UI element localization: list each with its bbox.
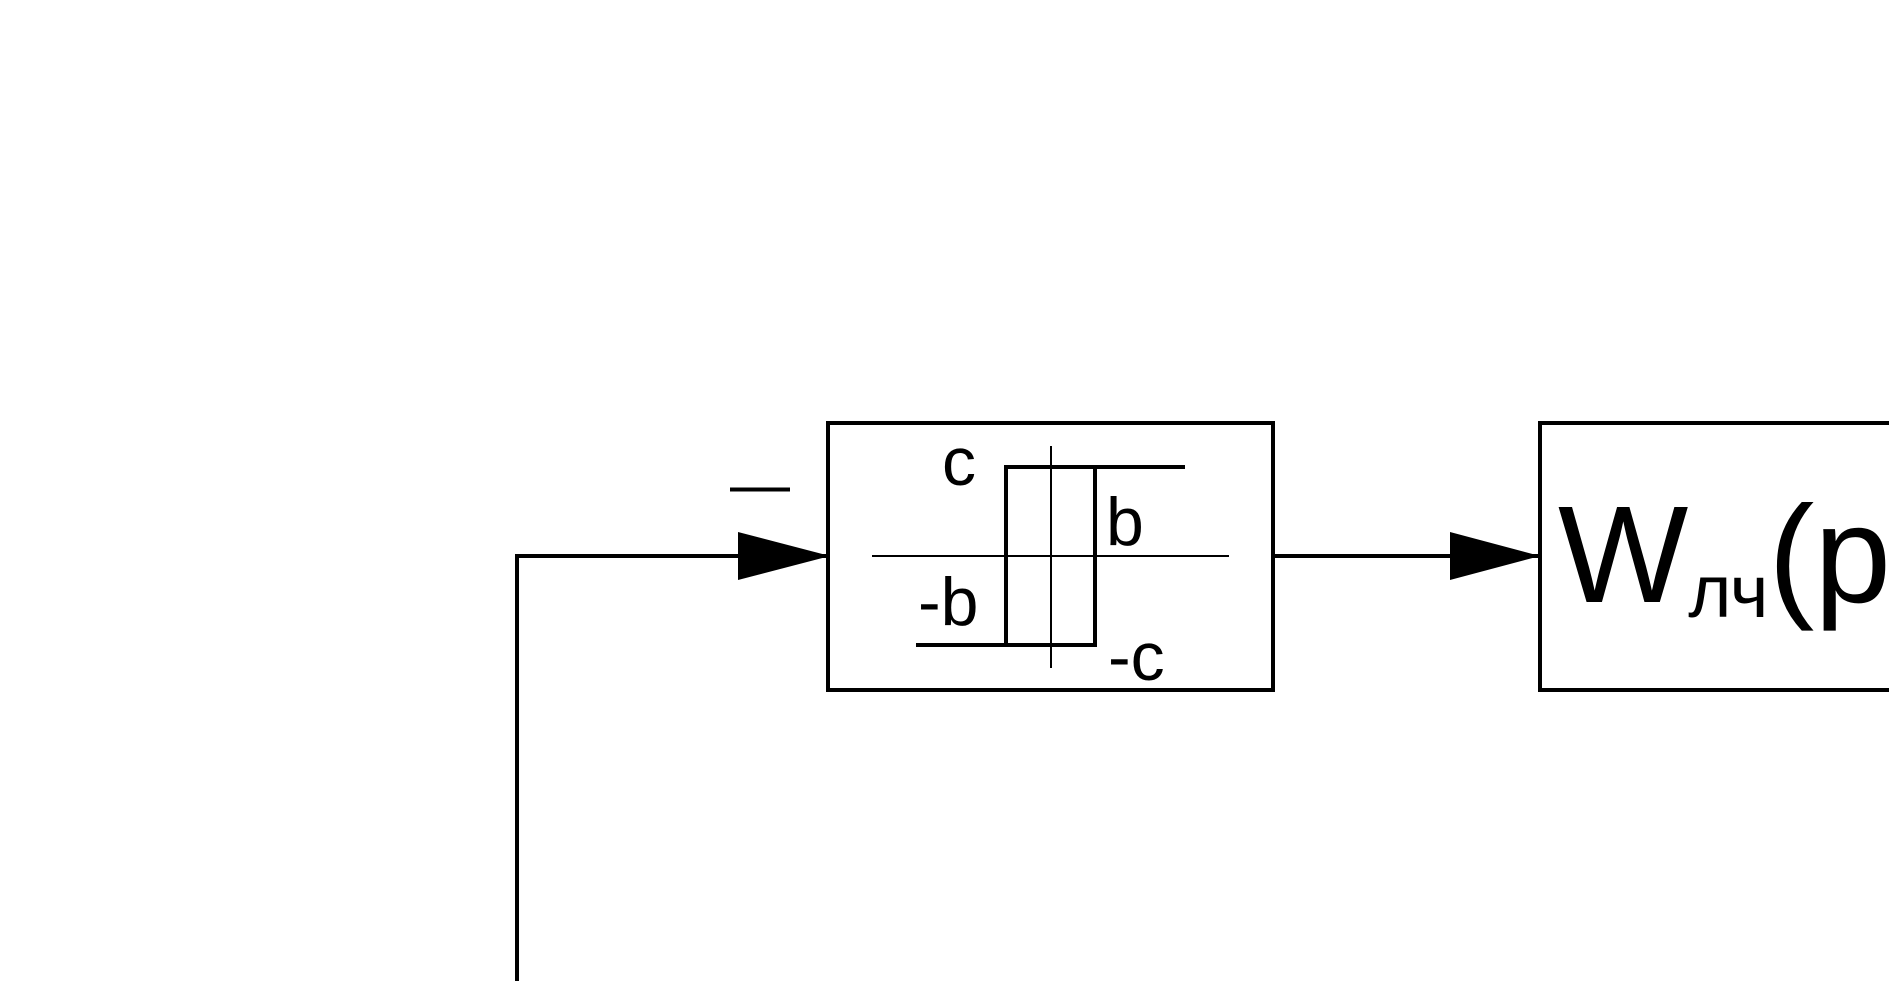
transfer-function-argument: (p) <box>1768 478 1889 632</box>
linear-block-label: Wлч(p) <box>1558 478 1889 633</box>
transfer-function-subscript: лч <box>1688 550 1768 633</box>
relay-label-b: b <box>1106 484 1144 560</box>
feedback-line <box>515 554 830 981</box>
linear-block <box>1538 421 1889 692</box>
relay-label-neg-b: -b <box>918 564 978 640</box>
relay-lower-branch <box>916 467 1097 647</box>
feedback-arrowhead <box>738 532 830 580</box>
transfer-function-symbol: W <box>1558 478 1688 632</box>
feedback-sign-label: — <box>730 451 790 518</box>
relay-label-c: c <box>942 424 976 500</box>
forward-arrowhead <box>1450 532 1540 580</box>
relay-label-neg-c: -c <box>1108 619 1165 695</box>
relay-upper-branch <box>1004 465 1185 645</box>
